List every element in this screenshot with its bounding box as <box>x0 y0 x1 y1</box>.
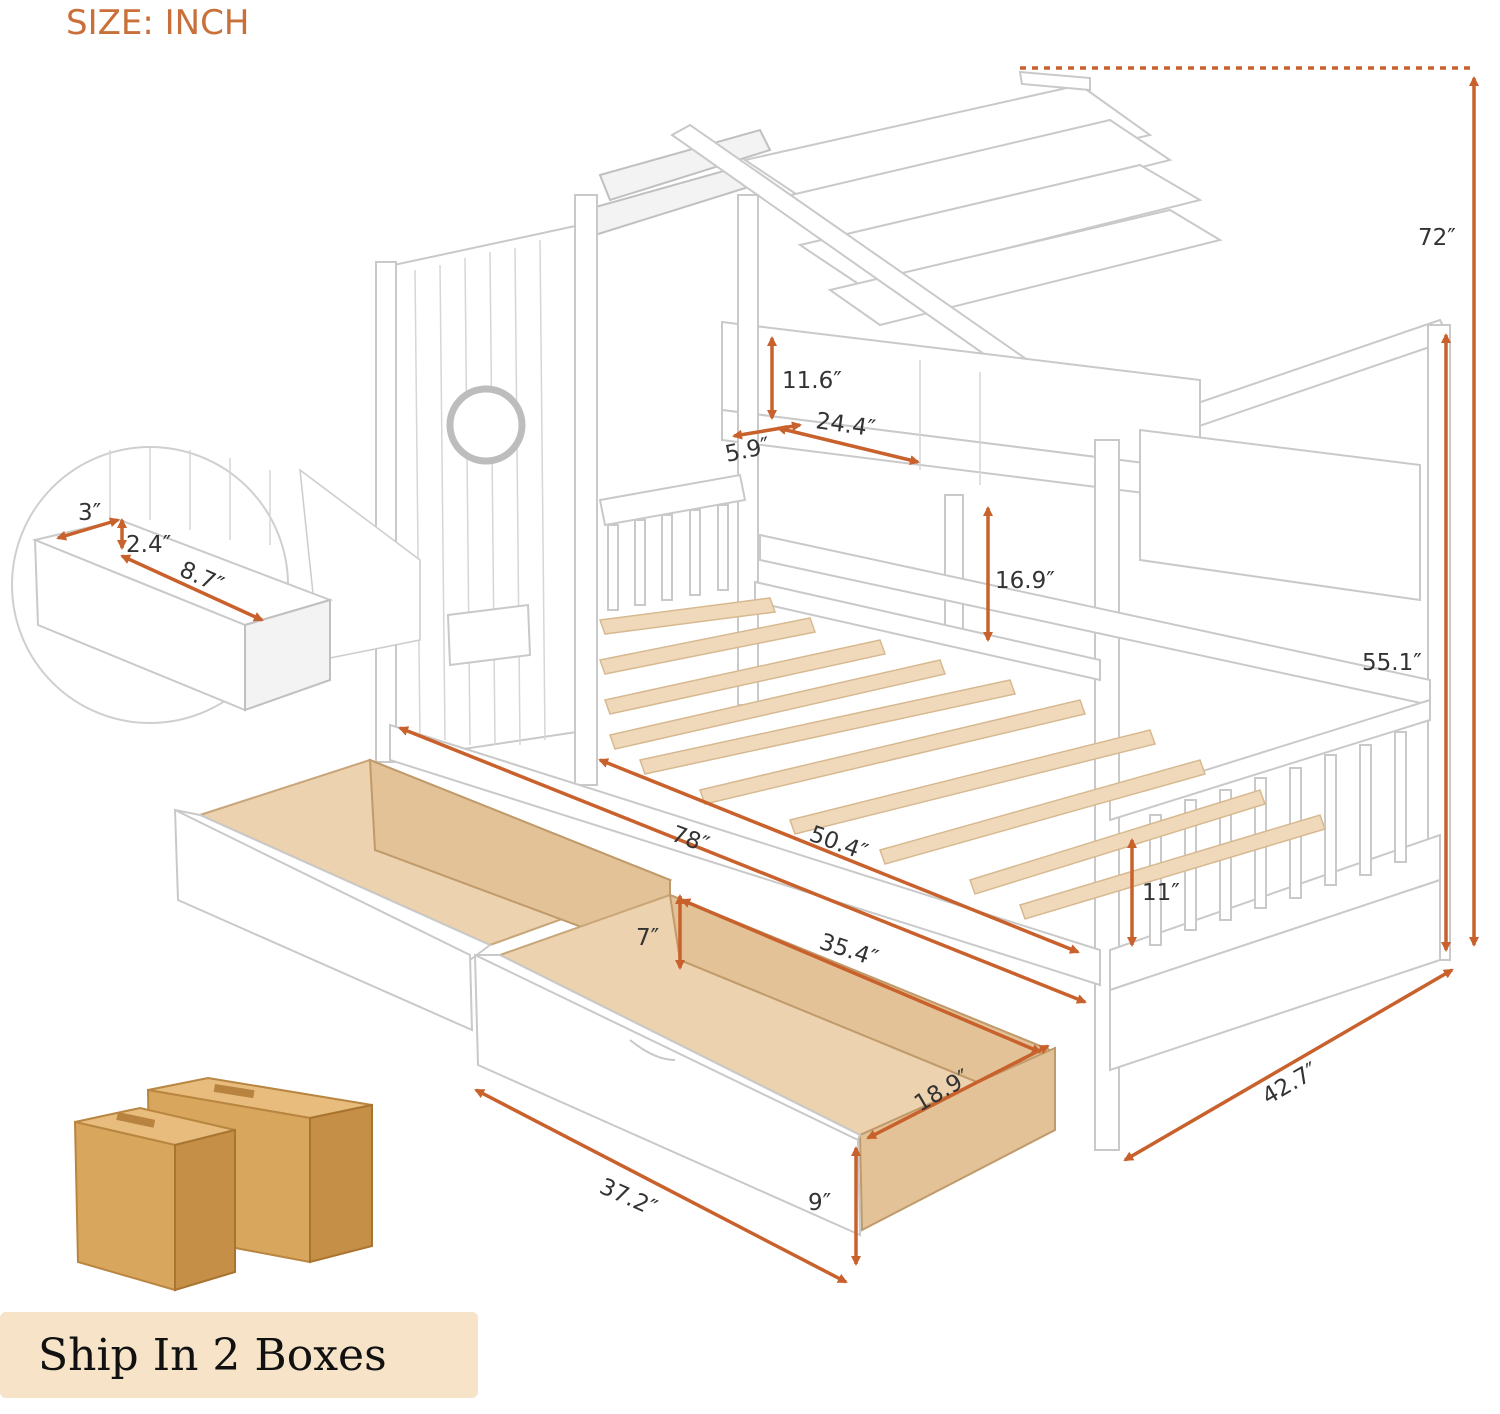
dimension-arrows <box>56 66 1479 1284</box>
drawer-front <box>473 893 1056 1237</box>
label-drawer-height: 9″ <box>808 1190 832 1216</box>
label-shelf-height: 11.6″ <box>782 368 842 394</box>
size-unit-title: SIZE: INCH <box>66 3 249 43</box>
label-cupholder-length: 3″ <box>78 500 102 526</box>
dimension-labels: 72″ 55.1″ 11.6″ 24.4″ 5.9″ 16.9″ 78″ 50.… <box>78 225 1456 1222</box>
badge-background <box>0 1312 478 1398</box>
label-cupholder-height: 2.4″ <box>126 532 172 558</box>
label-guard-height: 11″ <box>1142 880 1180 906</box>
headboard-panel <box>375 194 598 786</box>
roof-slats <box>583 83 1223 327</box>
shipping-boxes-icon <box>73 1076 373 1292</box>
label-overall-height: 72″ <box>1418 225 1456 251</box>
ship-in-boxes-badge: Ship In 2 Boxes <box>0 1312 478 1398</box>
porthole-window <box>446 385 526 465</box>
cupholder <box>446 603 532 667</box>
label-rail-gap: 16.9″ <box>995 568 1055 594</box>
badge-label: Ship In 2 Boxes <box>38 1330 387 1381</box>
label-drawer-inner-depth: 7″ <box>636 925 660 951</box>
label-post-height: 55.1″ <box>1362 650 1422 676</box>
